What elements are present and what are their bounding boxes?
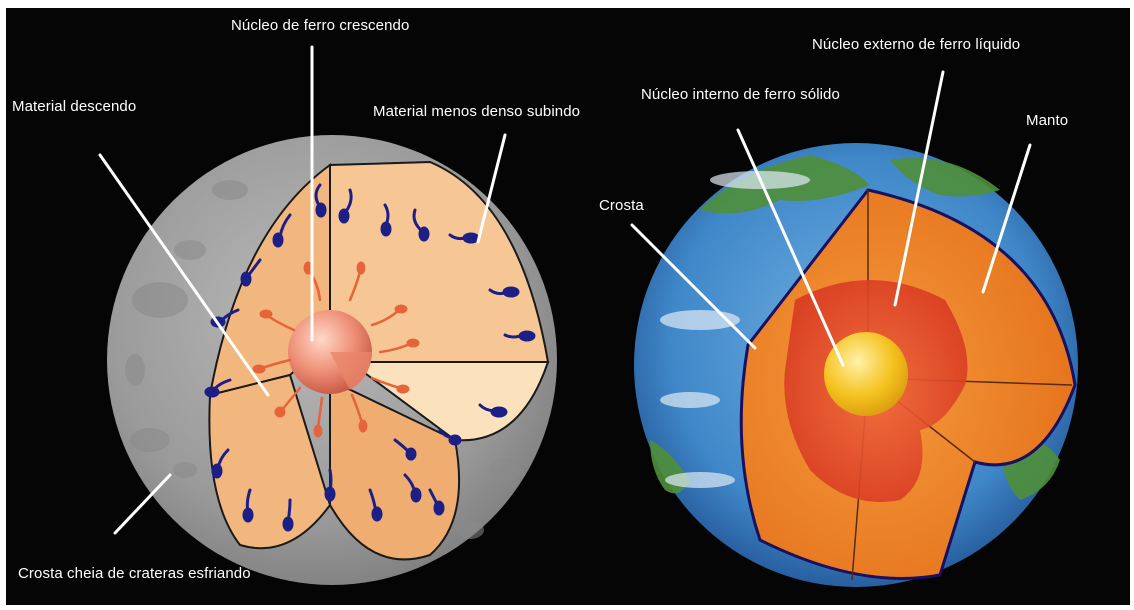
label-liquid-outer-core: Núcleo externo de ferro líquido [812, 36, 1020, 54]
label-rising-less-dense-material: Material menos denso subindo [373, 103, 580, 121]
label-descending-material: Material descendo [12, 98, 136, 116]
label-growing-iron-core: Núcleo de ferro crescendo [231, 17, 409, 35]
inner-core-ball [824, 332, 908, 416]
label-mantle: Manto [1026, 112, 1068, 130]
label-cooling-cratered-crust: Crosta cheia de crateras esfriando [18, 565, 251, 583]
label-crust: Crosta [599, 197, 644, 215]
modern-earth-cutaway [634, 143, 1078, 587]
label-solid-inner-core: Núcleo interno de ferro sólido [641, 86, 840, 104]
